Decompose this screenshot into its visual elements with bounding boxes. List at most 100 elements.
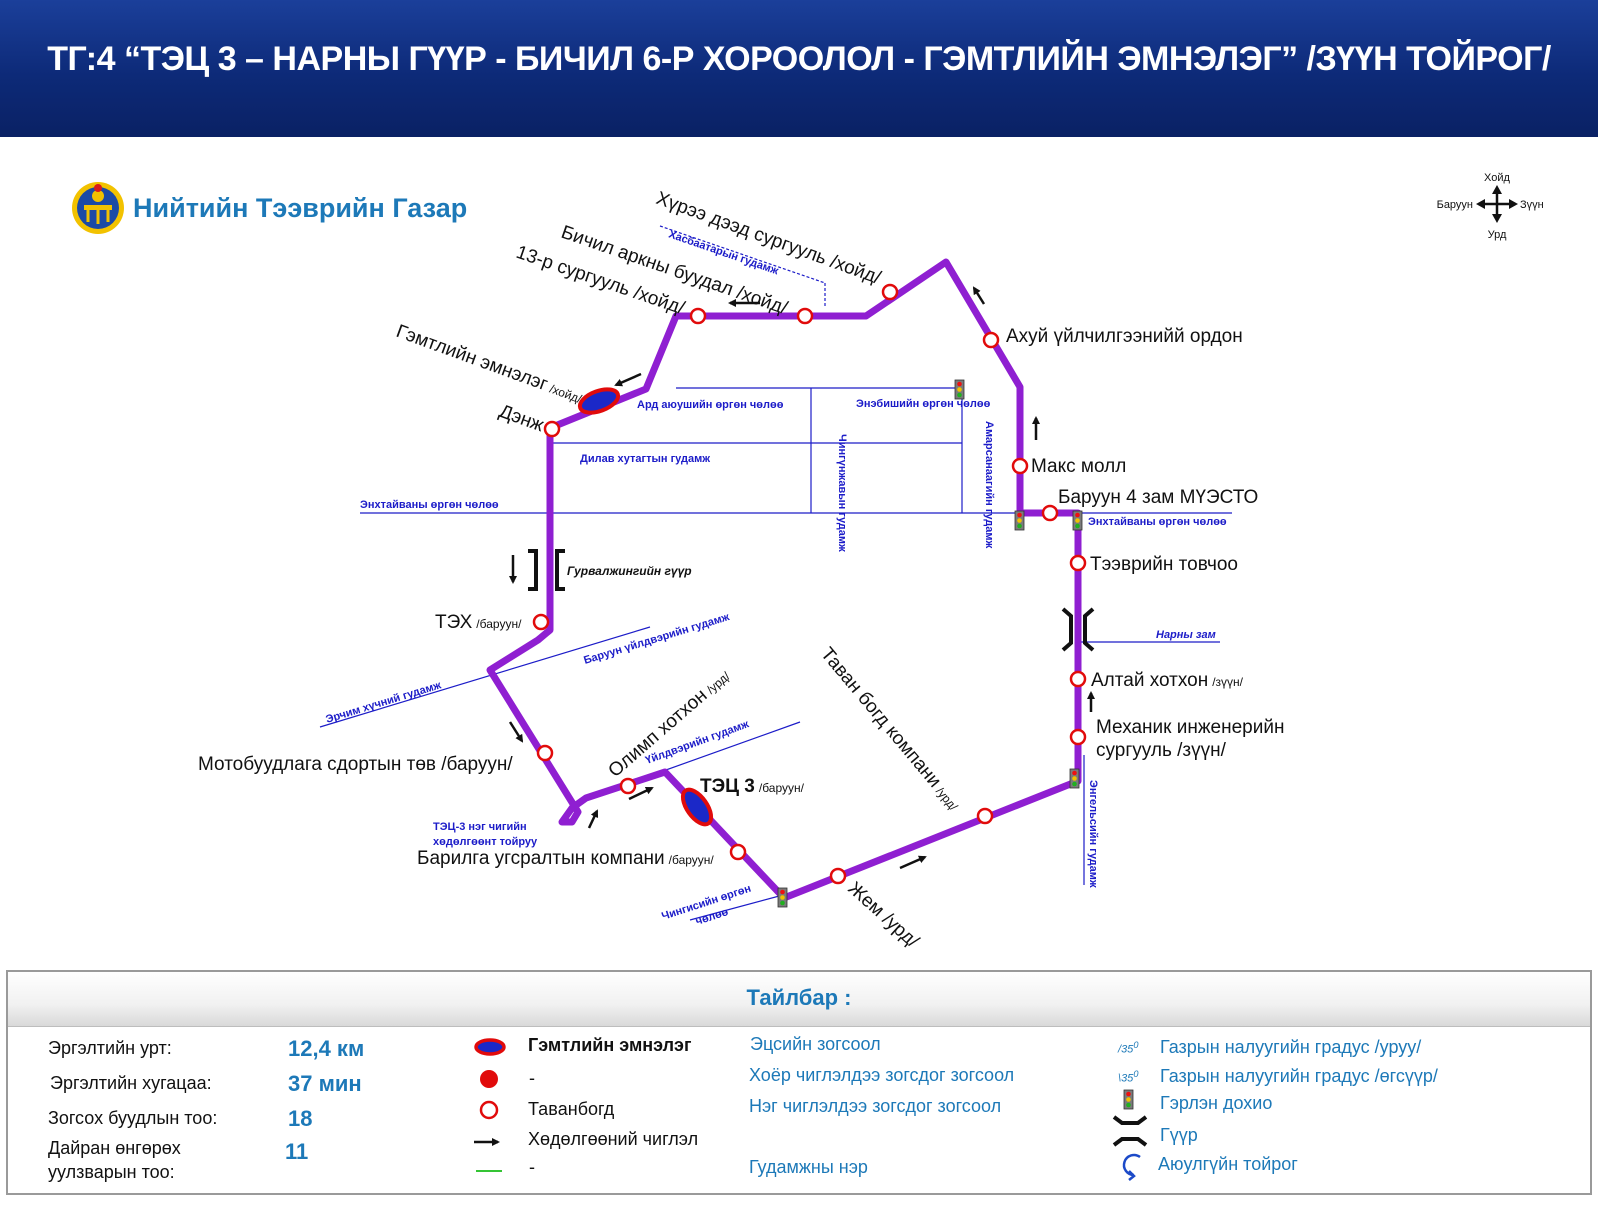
stop-marker — [1069, 670, 1087, 688]
bridge-icon — [1112, 1115, 1148, 1147]
bridge-label-gurvaljin: Гурвалжингийн гүүр — [567, 564, 692, 578]
street-label-amarsanaa: Амарсанаагийн гудамж — [983, 421, 995, 548]
tets3-terminal — [680, 787, 714, 827]
stat-value-stops: 18 — [288, 1106, 313, 1131]
legend-tavanbogd: Тавaнбогд — [528, 1099, 615, 1119]
stop-marker — [982, 331, 1000, 349]
legend-traffic-light: Гэрлэн дохио — [1160, 1093, 1273, 1113]
stat-label-stops: Зогсох буудлын тоо: — [48, 1108, 218, 1128]
legend-slope-down: Газрын налуугийн градус /уруу/ — [1160, 1037, 1422, 1057]
stop-label-mechanic-2: сургууль /зүүн/ — [1096, 740, 1227, 761]
traffic-light-icons — [777, 379, 1083, 908]
compass-rose — [1476, 185, 1518, 223]
street-label-enhtaivan-east: Энхтайваны өргөн чөлөө — [1088, 516, 1227, 528]
stop-label-tets3: ТЭЦ 3/баруун/ — [700, 776, 805, 797]
stop-marker — [689, 307, 707, 325]
stop-marker — [881, 283, 899, 301]
legend-bridge: Гүүр — [1160, 1125, 1198, 1145]
stop-marker — [1069, 554, 1087, 572]
legend-slope-up: Газрын налуугийн градус /өгсүүр/ — [1160, 1066, 1438, 1086]
stop-label-ahui: Ахуй үйлчилгээнийй ордон — [1006, 326, 1243, 347]
stop-label-olimp: Олимп хотхон/урд/ — [605, 665, 735, 782]
stat-value-length: 12,4 км — [288, 1036, 365, 1061]
street-label-chingunjav: Чингүнжавын гудамж — [836, 434, 848, 552]
street-label-engels: Энгельсийн гудамж — [1087, 780, 1099, 888]
stop-marker — [1041, 504, 1059, 522]
stop-label-baruun4zam: Баруун 4 зам МҮЭСТО — [1058, 487, 1258, 508]
street-label-baruun-uildver: Баруун үйлдвэрийн гудамж — [582, 611, 731, 667]
stop-label-tex: ТЭХ/баруун/ — [435, 612, 522, 633]
stop-marker — [1011, 457, 1029, 475]
slope-down-degree: 35 — [1121, 1043, 1134, 1056]
legend-panel: Тайлбар : Эргэлтийн урт: 12,4 км Эргэлти… — [6, 970, 1592, 1195]
legend-right-icons — [1112, 1089, 1148, 1181]
slope-up-icon: \350 — [1118, 1069, 1139, 1085]
stat-label-crossings-2: уулзварын тоо: — [48, 1162, 175, 1182]
hospital-symbol-icon — [474, 1038, 506, 1056]
stop-label-maks-moll: Макс молл — [1031, 456, 1126, 477]
legend-green-line: - — [529, 1157, 535, 1177]
legend-symbol-icons — [474, 1038, 506, 1172]
stop-label-barilga: Барилга угсралтын компани/баруун/ — [417, 848, 714, 869]
stop-marker — [536, 744, 554, 762]
stop-label-hospital: Гэмтлийн эмнэлэг/хойд/ — [393, 321, 586, 408]
organization-name: Нийтийн Тээврийн Газар — [133, 193, 467, 223]
page-title: ТГ:4 “ТЭЦ 3 – НАРНЫ ГҮҮР - БИЧИЛ 6-Р ХОР… — [47, 40, 1551, 78]
traffic-light-icon — [1123, 1089, 1134, 1110]
compass-east: Зүүн — [1520, 199, 1544, 211]
stop-marker — [796, 307, 814, 325]
street-label-ard-ayush: Ард аюушийн өргөн чөлөө — [637, 399, 784, 411]
legend-street-name: Гудамжны нэр — [749, 1157, 868, 1177]
stat-value-duration: 37 мин — [288, 1071, 362, 1096]
street-label-enhtaivan-west: Энхтайваны өргөн чөлөө — [360, 499, 499, 511]
legend-direction: Хөдөлгөөний чиглэл — [528, 1129, 699, 1149]
stop-label-teevriin-tovchoo: Тээврийн товчоо — [1090, 554, 1238, 575]
direction-arrows — [508, 286, 1095, 870]
legend-hospital: Гэмтлийн эмнэлэг — [528, 1035, 692, 1055]
header-banner: ТГ:4 “ТЭЦ 3 – НАРНЫ ГҮҮР - БИЧИЛ 6-Р ХОР… — [0, 0, 1598, 137]
stop-label-altai: Алтай хотхон/зүүн/ — [1091, 670, 1244, 691]
stop-label-mechanic-1: Механик инженерийн — [1096, 717, 1284, 738]
hospital-terminal-north — [577, 387, 621, 415]
stop-marker — [976, 807, 994, 825]
legend-two-way-stop: Хоёр чиглэлдээ зогсдог зогсоол — [749, 1065, 1015, 1085]
street-label-narny-zam: Нарны зам — [1156, 629, 1216, 641]
legend-red-dot: - — [529, 1068, 535, 1088]
street-label-dilav: Дилав хутагтын гудамж — [580, 453, 710, 465]
stop-circle-icon — [479, 1100, 499, 1120]
legend-one-way-stop: Нэг чиглэлдээ зогсдог зогсоол — [749, 1096, 1002, 1116]
slope-down-icon: /350 — [1118, 1040, 1139, 1056]
street-label-tets3-loop-2: хөдөлгөөнт тойруу — [433, 836, 538, 848]
street-label-enebish: Энэбишийн өргөн чөлөө — [856, 398, 991, 410]
compass-south: Урд — [1488, 229, 1507, 241]
stat-label-length: Эргэлтийн урт: — [48, 1038, 172, 1058]
stop-markers — [532, 283, 1087, 885]
stop-marker — [543, 420, 561, 438]
stop-marker — [1069, 728, 1087, 746]
compass-north: Хойд — [1484, 172, 1510, 184]
red-dot-icon — [480, 1070, 498, 1088]
slope-up-degree: 35 — [1121, 1072, 1134, 1085]
legend-title: Тайлбар : — [746, 985, 852, 1010]
bus-route-line — [486, 258, 1082, 902]
street-label-tets3-loop-1: ТЭЦ-3 нэг чигийн — [433, 821, 527, 833]
stat-label-crossings-1: Дайран өнгөрөх — [48, 1138, 181, 1158]
legend-header: Тайлбар : — [8, 972, 1590, 1027]
stop-label-tavanbogd-company: Таван богд компани/урд/ — [816, 644, 965, 815]
stop-marker — [829, 867, 847, 885]
legend-terminal-stop: Эцсийн зогсоол — [750, 1034, 881, 1054]
stat-label-duration: Эргэлтийн хугацаа: — [50, 1073, 212, 1093]
stop-marker — [619, 777, 637, 795]
organization-logo — [72, 182, 124, 234]
legend-roundabout: Аюулгүйн тойрог — [1158, 1154, 1298, 1174]
route-map: Нийтийн Тээврийн Газар Хойд Урд Баруун З… — [72, 172, 1544, 953]
stop-marker — [532, 613, 550, 631]
stop-label-motobuudlaga: Мотобуудлага сдортын төв /баруун/ — [198, 754, 513, 775]
stat-value-crossings: 11 — [285, 1139, 309, 1164]
compass-west: Баруун — [1437, 199, 1473, 211]
bridge-icons — [528, 549, 1095, 652]
street-lines — [319, 225, 1232, 921]
street-label-erchim: Эрчим хүчний гудамж — [324, 679, 442, 726]
stop-label-denj: Дэнж — [496, 401, 546, 436]
roundabout-icon — [1122, 1153, 1141, 1181]
